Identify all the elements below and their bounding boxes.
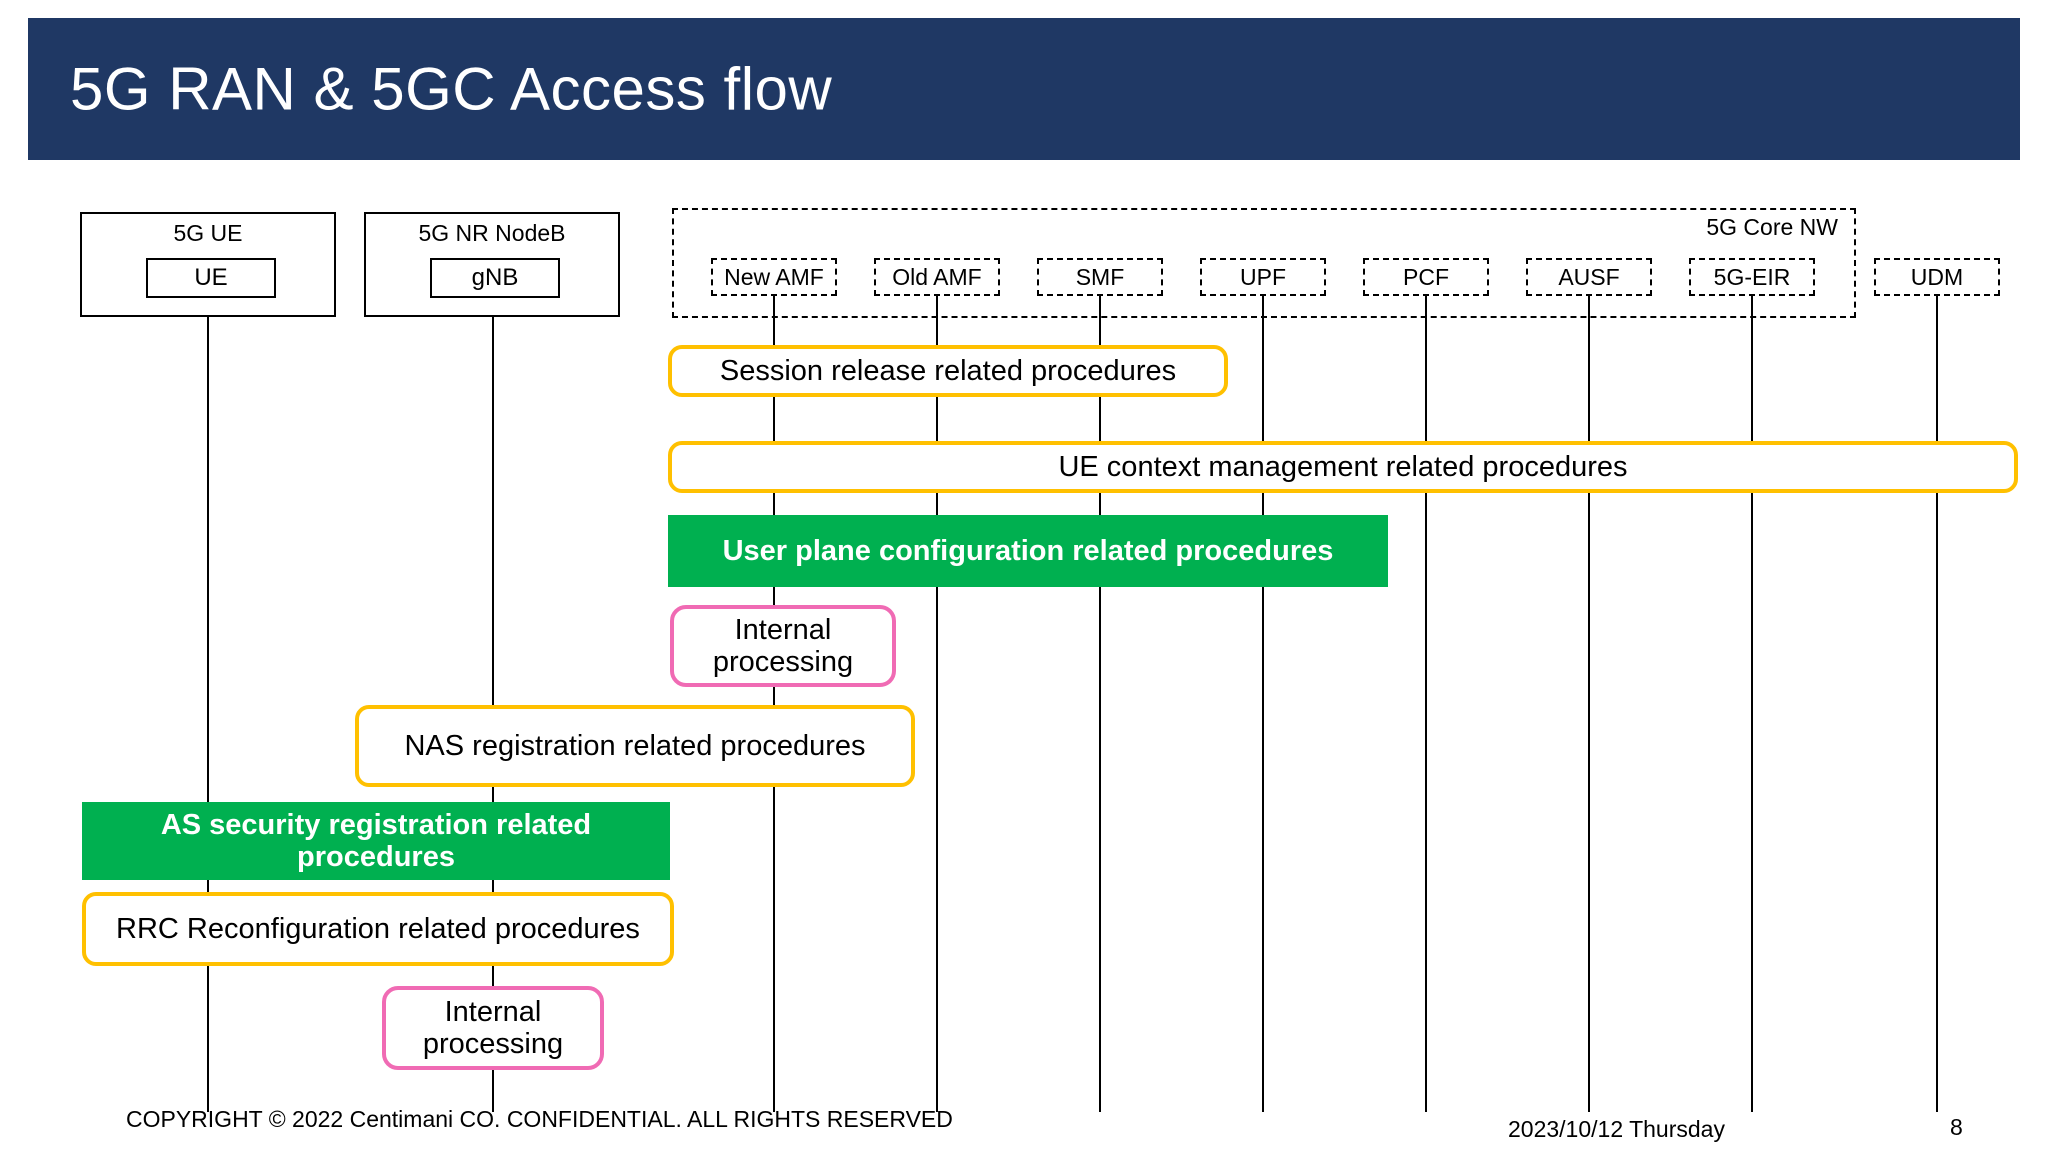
lifeline-udm	[1936, 280, 1938, 1112]
procedure-user-plane-configuration[interactable]: User plane configuration related procedu…	[668, 515, 1388, 587]
lifeline-new-amf	[773, 280, 775, 1112]
lifeline-ausf	[1588, 280, 1590, 1112]
lifeline-gnb	[492, 246, 494, 1112]
entity-title-5g-ue: 5G UE	[173, 220, 243, 246]
nf-box-old-amf[interactable]: Old AMF	[874, 258, 1000, 296]
procedure-ue-context-management[interactable]: UE context management related procedures	[668, 441, 2018, 493]
entity-title-5g-nr-nodeb: 5G NR NodeB	[418, 220, 566, 246]
procedure-nas-registration[interactable]: NAS registration related procedures	[355, 705, 915, 787]
entity-box-5g-nr-nodeb[interactable]: 5G NR NodeB gNB	[364, 212, 620, 317]
entity-box-5g-ue[interactable]: 5G UE UE	[80, 212, 336, 317]
nf-box-new-amf[interactable]: New AMF	[711, 258, 837, 296]
footer-copyright: COPYRIGHT © 2022 Centimani CO. CONFIDENT…	[126, 1106, 953, 1132]
lifeline-old-amf	[936, 280, 938, 1112]
nf-box-udm[interactable]: UDM	[1874, 258, 2000, 296]
lifeline-5g-eir	[1751, 280, 1753, 1112]
lifeline-pcf	[1425, 280, 1427, 1112]
lifeline-upf	[1262, 280, 1264, 1112]
nf-box-5g-eir[interactable]: 5G-EIR	[1689, 258, 1815, 296]
nf-box-ausf[interactable]: AUSF	[1526, 258, 1652, 296]
procedure-session-release[interactable]: Session release related procedures	[668, 345, 1228, 397]
nf-box-pcf[interactable]: PCF	[1363, 258, 1489, 296]
lifeline-smf	[1099, 280, 1101, 1112]
title-banner: 5G RAN & 5GC Access flow	[28, 18, 2020, 160]
nf-box-upf[interactable]: UPF	[1200, 258, 1326, 296]
footer-page-number: 8	[1950, 1114, 1963, 1140]
procedure-internal-processing-amf[interactable]: Internal processing	[670, 605, 896, 687]
entity-inner-ue: UE	[146, 258, 276, 298]
core-network-group: 5G Core NW	[672, 208, 1856, 318]
core-network-group-label: 5G Core NW	[1706, 214, 1838, 240]
procedure-internal-processing-gnb[interactable]: Internal processing	[382, 986, 604, 1070]
lifeline-ue	[207, 246, 209, 1112]
nf-box-smf[interactable]: SMF	[1037, 258, 1163, 296]
procedure-as-security-registration[interactable]: AS security registration related procedu…	[82, 802, 670, 880]
procedure-rrc-reconfiguration[interactable]: RRC Reconfiguration related procedures	[82, 892, 674, 966]
entity-inner-gnb: gNB	[430, 258, 560, 298]
footer-date: 2023/10/12 Thursday	[1508, 1116, 1725, 1142]
page-title: 5G RAN & 5GC Access flow	[70, 55, 833, 123]
